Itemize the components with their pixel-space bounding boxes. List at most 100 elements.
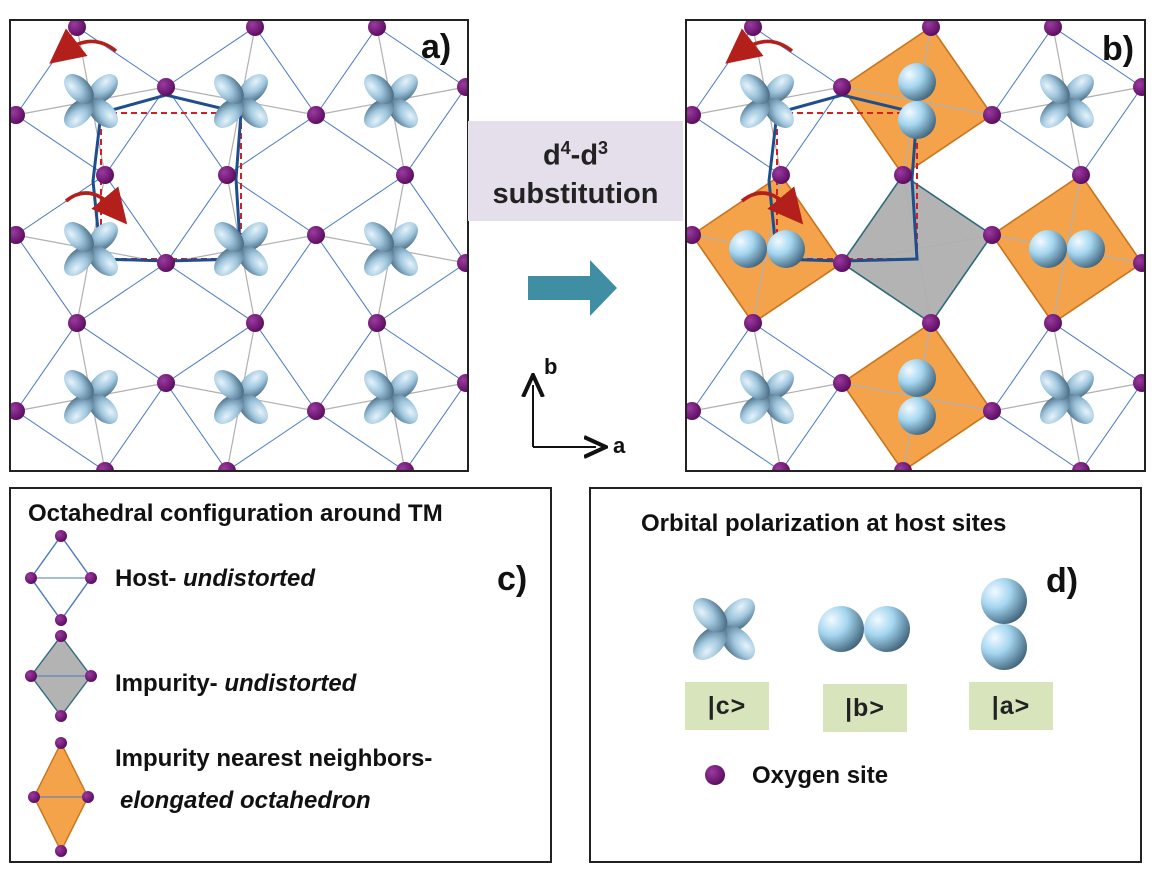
orbital-lobe	[764, 74, 794, 104]
orbital-lobe	[740, 98, 770, 128]
orbital-sphere	[729, 230, 767, 268]
axis-b-label: b	[544, 354, 558, 379]
dxy-orbital	[364, 74, 418, 128]
oxygen-atom	[396, 462, 414, 470]
orbital-lobe	[720, 625, 755, 660]
oxygen-atom	[157, 78, 175, 96]
orbital-sphere	[1067, 230, 1105, 268]
orbital-lobe	[740, 74, 770, 104]
orbital-lobe	[214, 98, 244, 128]
dxy-orbital	[364, 222, 418, 276]
orbital-lobe	[740, 370, 770, 400]
oxygen-atom	[96, 166, 114, 184]
oxygen-atom	[307, 402, 325, 420]
oxygen-atom	[1133, 78, 1144, 96]
orbital-lobe	[1064, 394, 1094, 424]
orbital-lobe	[88, 98, 118, 128]
legend-host-text: Host- undistorted	[115, 565, 315, 592]
oxygen-atom	[1133, 254, 1144, 272]
orbital-lobe	[64, 246, 94, 276]
oxygen-atom	[246, 21, 264, 36]
orbital-lobe	[388, 222, 418, 252]
oxygen-atom	[1044, 21, 1062, 36]
orbital-sphere	[981, 578, 1027, 624]
orbital-sphere	[864, 606, 910, 652]
b-orbital-spheres	[729, 230, 805, 268]
legend-oxygen	[85, 670, 97, 682]
dxy-orbital	[740, 74, 794, 128]
rotation-arrow	[740, 186, 804, 225]
legend-oxygen	[55, 737, 67, 749]
oxygen-atom	[1072, 166, 1090, 184]
orbital-lobe	[364, 222, 394, 252]
legend-oxygen	[55, 530, 67, 542]
orbital-lobe	[214, 246, 244, 276]
orbital-lobe	[388, 394, 418, 424]
orbital-sphere	[898, 397, 936, 435]
oxygen-atom	[922, 21, 940, 36]
orbital-lobe	[1040, 74, 1070, 104]
a-orbital-spheres	[898, 63, 936, 139]
transform-arrow	[528, 260, 617, 316]
panel-c-frame	[9, 487, 552, 863]
dxy-orbital	[740, 370, 794, 424]
orbital-lobe	[64, 74, 94, 104]
legend-oxygen	[25, 572, 37, 584]
orbital-lobe	[1064, 74, 1094, 104]
dxy-orbital	[1040, 74, 1094, 128]
oxygen-site-label: Oxygen site	[752, 762, 889, 789]
oxygen-atom	[11, 402, 25, 420]
orbital-lobe	[364, 98, 394, 128]
oxygen-atom	[11, 106, 25, 124]
orbital-lobe	[238, 370, 268, 400]
legend-oxygen	[25, 670, 37, 682]
orbital-lobe	[388, 370, 418, 400]
dxy-orbital	[214, 74, 268, 128]
oxygen-atom	[922, 314, 940, 332]
a-orbital-spheres	[898, 359, 936, 435]
orbital-sphere	[898, 359, 936, 397]
a-orbital-spheres	[981, 578, 1027, 670]
oxygen-atom	[246, 314, 264, 332]
legend-oxygen	[82, 791, 94, 803]
legend-c-title: Octahedral configuration around TM	[28, 500, 443, 527]
legend-oxygen	[55, 845, 67, 857]
oxygen-atom	[11, 226, 25, 244]
legend-oxygen	[55, 710, 67, 722]
orbital-lobe	[764, 394, 794, 424]
orbital-lobe	[1064, 98, 1094, 128]
legend-oxygen-dot	[705, 765, 725, 785]
orbital-lobe	[1040, 98, 1070, 128]
oxygen-atom	[833, 374, 851, 392]
legend-oxygen	[55, 630, 67, 642]
orbital-lobe	[238, 222, 268, 252]
orbital-lobe	[693, 598, 728, 633]
legend-oxygen	[28, 791, 40, 803]
b-orbital-spheres	[1029, 230, 1105, 268]
legend-oxygen	[85, 572, 97, 584]
orbital-lobe	[88, 394, 118, 424]
orbital-sphere	[898, 101, 936, 139]
oxygen-atom	[218, 166, 236, 184]
ket-c-label: |c>	[685, 682, 769, 730]
oxygen-atom	[983, 106, 1001, 124]
orbital-lobe	[1040, 394, 1070, 424]
orbital-lobe	[238, 394, 268, 424]
legend-oxygen	[55, 614, 67, 626]
orbital-lobe	[214, 370, 244, 400]
ket-a-label: |a>	[969, 682, 1053, 730]
orbital-lobe	[214, 222, 244, 252]
oxygen-atom	[894, 166, 912, 184]
dxy-orbital	[364, 370, 418, 424]
orbital-lobe	[388, 74, 418, 104]
oxygen-atom	[396, 166, 414, 184]
oxygen-atom	[1072, 462, 1090, 470]
axis-a-label: a	[613, 433, 626, 458]
oxygen-atom	[687, 402, 701, 420]
orbital-sphere	[767, 230, 805, 268]
panel-b-label: b)	[1102, 30, 1135, 68]
panel-d-frame	[589, 487, 1142, 863]
orbital-lobe	[388, 246, 418, 276]
substitution-label: d4-d3 substitution	[468, 121, 683, 221]
substitution-formula: d4-d3	[542, 138, 609, 172]
